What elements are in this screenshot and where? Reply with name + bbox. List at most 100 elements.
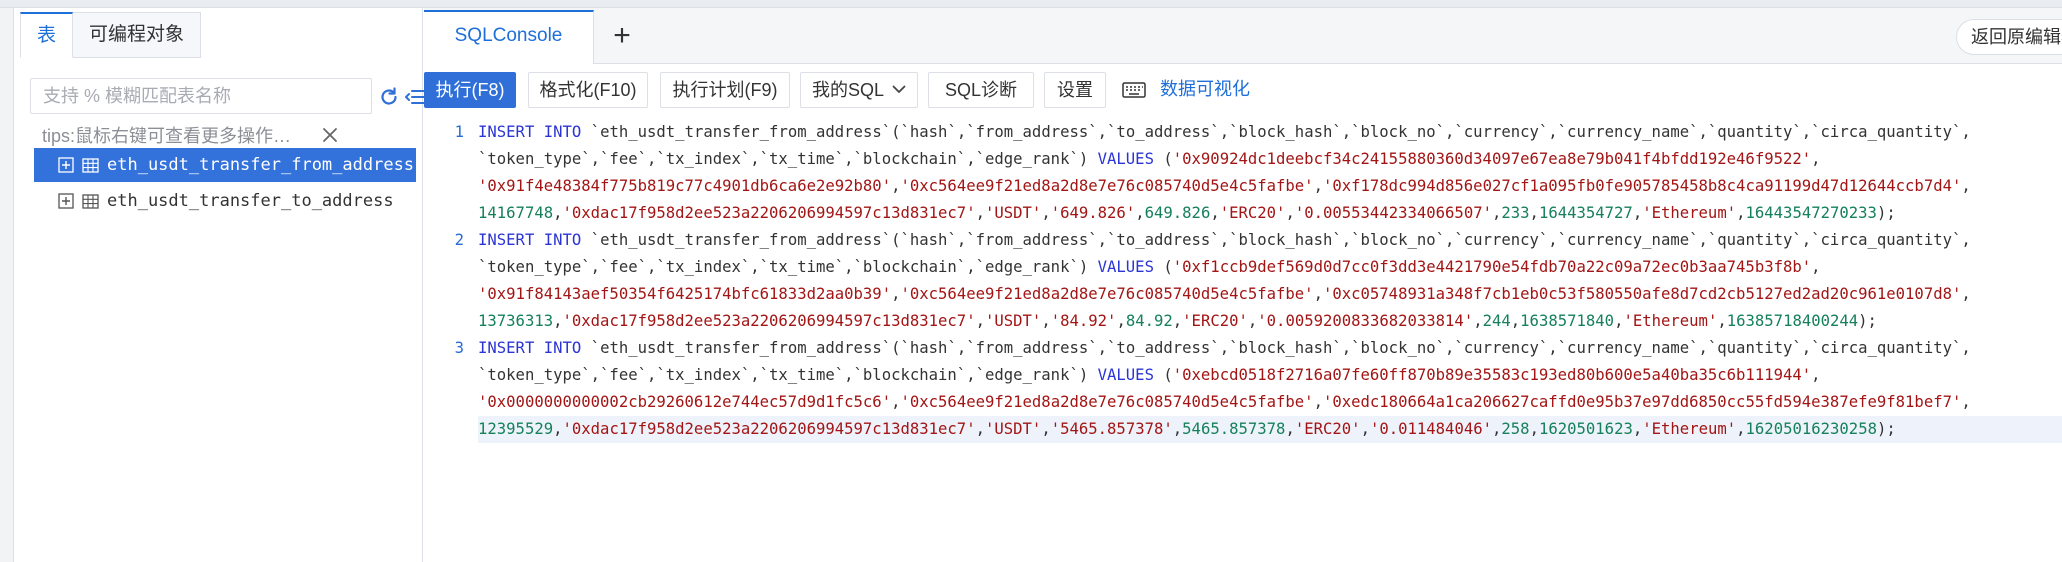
currency-name-value: 'USDT' — [984, 204, 1042, 222]
currency-value: '0xdac17f958d2ee523a2206206994597c13d831… — [562, 420, 976, 438]
table-name-label: eth_usdt_transfer_to_address — [107, 191, 394, 211]
tab-tables[interactable]: 表 — [20, 12, 74, 58]
tx-time-value: 1638571840 — [1520, 312, 1615, 330]
quantity-value: '649.826' — [1050, 204, 1136, 222]
fee-value: '0.011484046' — [1369, 420, 1493, 438]
execute-button[interactable]: 执行(F8) — [424, 72, 516, 108]
comma: , — [1717, 312, 1727, 330]
comma: , — [553, 312, 563, 330]
comma: , — [1135, 204, 1145, 222]
table-icon — [82, 157, 99, 173]
data-visualization-link[interactable]: 数据可视化 — [1160, 79, 1250, 99]
fee-value: '0.00553442334066507' — [1294, 204, 1492, 222]
hash-value: '0x90924dc1deebcf34c24155880360d34097e67… — [1172, 150, 1812, 168]
table-browser-panel: 表 可编程对象 tips:鼠标右键可查看更多操作… eth_usdt_trans… — [14, 8, 426, 562]
expand-icon[interactable] — [58, 193, 74, 209]
tx-index-value: 258 — [1501, 420, 1530, 438]
edge-rank-value: 16205016230258 — [1745, 420, 1877, 438]
fee-value: '0.0059200833682033814' — [1257, 312, 1474, 330]
top-border — [0, 0, 2062, 8]
tab-sqlconsole[interactable]: SQLConsole — [424, 10, 594, 64]
table-search-input[interactable] — [30, 78, 372, 114]
comma: , — [1041, 204, 1051, 222]
comma: , — [1285, 420, 1295, 438]
comma: , — [1736, 204, 1746, 222]
settings-button[interactable]: 设置 — [1044, 72, 1106, 108]
comma: , — [1614, 312, 1624, 330]
execution-plan-button[interactable]: 执行计划(F9) — [660, 72, 790, 108]
code-line-current: 12395529,'0xdac17f958d2ee523a22062069945… — [478, 416, 2062, 443]
tx-index-value: 244 — [1482, 312, 1511, 330]
block-no-value: 14167748 — [478, 204, 554, 222]
table-identifier: `eth_usdt_transfer_from_address` — [581, 339, 892, 357]
comma: , — [1172, 420, 1183, 438]
column-list: (`hash`,`from_address`,`to_address`,`blo… — [891, 231, 1971, 249]
table-item-eth-usdt-transfer-to-address[interactable]: eth_usdt_transfer_to_address — [34, 184, 416, 218]
block-no-value: 12395529 — [478, 420, 554, 438]
comma: , — [975, 312, 985, 330]
comma: , — [1529, 420, 1539, 438]
line-number: 3 — [454, 339, 464, 357]
comma: , — [1736, 420, 1746, 438]
add-tab-button[interactable]: + — [613, 19, 631, 52]
left-panel-tabs: 表 可编程对象 — [20, 12, 202, 58]
code-line: 13736313,'0xdac17f958d2ee523a22062069945… — [478, 308, 2062, 335]
comma: , — [1041, 420, 1051, 438]
sql-editor[interactable]: 1 INSERT INTO `eth_usdt_transfer_from_ad… — [424, 119, 2062, 562]
editor-tab-bar: SQLConsole + 返回原编辑器 — [424, 8, 2062, 64]
my-sql-dropdown[interactable]: 我的SQL — [800, 72, 918, 108]
comma: , — [1473, 312, 1483, 330]
format-button[interactable]: 格式化(F10) — [528, 72, 648, 108]
comma: , — [1247, 312, 1258, 330]
keyword: VALUES — [1097, 150, 1154, 168]
token-type-value: 'ERC20' — [1182, 312, 1248, 330]
return-to-editor-button[interactable]: 返回原编辑器 — [1956, 19, 2062, 55]
line-number: 1 — [454, 123, 464, 141]
sql-diagnose-button[interactable]: SQL诊断 — [928, 72, 1034, 108]
tab-programmable-objects[interactable]: 可编程对象 — [73, 12, 202, 58]
table-identifier: `eth_usdt_transfer_from_address` — [581, 123, 892, 141]
edge-rank-value: 16385718400244 — [1726, 312, 1859, 330]
keyword: INTO — [543, 123, 582, 141]
column-list: (`hash`,`from_address`,`to_address`,`blo… — [891, 339, 1971, 357]
tx-index-value: 233 — [1501, 204, 1530, 222]
from-address-value: '0x91f84143aef50354f6425174bfc61833d2aa0… — [478, 285, 892, 303]
token-type-value: 'ERC20' — [1294, 420, 1361, 438]
collapse-list-icon[interactable] — [404, 86, 426, 108]
comma: , — [1313, 285, 1323, 303]
comma: , — [1961, 285, 1971, 303]
code-line: '0x91f4e48384f775b819c77c4901db6ca6e2e92… — [478, 173, 2062, 200]
to-address-value: '0xc564ee9f21ed8a2d8e7e76c085740d5e4c5fa… — [900, 177, 1314, 195]
close-icon[interactable] — [320, 125, 340, 145]
comma: , — [553, 204, 563, 222]
token-type-value: 'ERC20' — [1219, 204, 1286, 222]
refresh-icon[interactable] — [378, 86, 400, 108]
hash-value: '0xf1ccb9def569d0d7cc0f3dd3e4421790e54fd… — [1172, 258, 1812, 276]
currency-name-value: 'USDT' — [984, 420, 1042, 438]
code-line: `token_type`,`fee`,`tx_index`,`tx_time`,… — [478, 146, 2062, 173]
comma: , — [1172, 312, 1183, 330]
comma: , — [1632, 204, 1643, 222]
left-edge-bar — [0, 8, 14, 562]
table-item-eth-usdt-transfer-from-address[interactable]: eth_usdt_transfer_from_address — [34, 148, 416, 182]
keyboard-icon[interactable] — [1122, 82, 1146, 98]
comma: , — [1811, 366, 1821, 384]
block-hash-value: '0xf178dc994d856e027cf1a095fb0fe90578545… — [1322, 177, 1962, 195]
comma: , — [1491, 204, 1502, 222]
comma: , — [1360, 420, 1370, 438]
column-list: `token_type`,`fee`,`tx_index`,`tx_time`,… — [478, 258, 1098, 276]
comma: , — [1285, 204, 1295, 222]
comma: , — [553, 420, 563, 438]
quantity-value: '84.92' — [1050, 312, 1117, 330]
statement-end: ); — [1876, 420, 1896, 438]
keyword: INTO — [543, 231, 582, 249]
comma: , — [1529, 204, 1539, 222]
keyword: INSERT — [478, 231, 535, 249]
comma: , — [975, 420, 985, 438]
keyword: INSERT — [478, 123, 535, 141]
sql-toolbar: 执行(F8) 格式化(F10) 执行计划(F9) 我的SQL SQL诊断 设置 … — [424, 72, 2062, 112]
statement-end: ); — [1858, 312, 1877, 330]
statement-end: ); — [1876, 204, 1896, 222]
circa-quantity-value: 5465.857378 — [1182, 420, 1286, 438]
expand-icon[interactable] — [58, 157, 74, 173]
